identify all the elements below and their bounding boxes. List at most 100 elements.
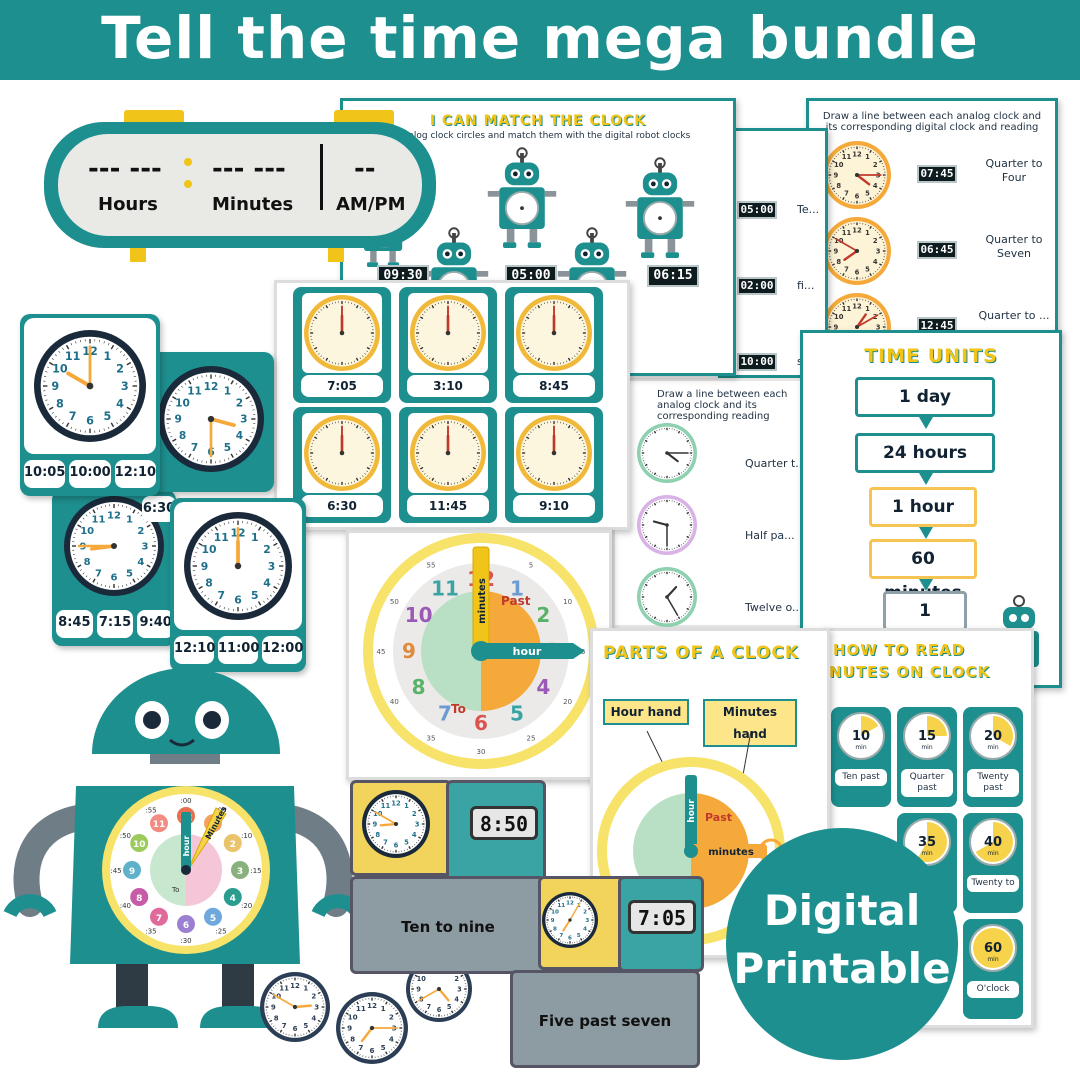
clock-tick (582, 900, 585, 903)
puzzle-2-digital: 7:05 (628, 900, 696, 934)
clock-tick (269, 535, 272, 538)
clock-tick (132, 399, 135, 401)
clock-number: 9 (834, 247, 839, 255)
clock-tick (315, 350, 318, 353)
clock-tick (251, 606, 253, 610)
clock-tick (317, 1019, 321, 1023)
clock-tick (398, 1039, 400, 1041)
clock-tick (364, 473, 366, 475)
clock-tick (462, 977, 465, 979)
clock-tick (879, 236, 883, 239)
clock-tick (526, 316, 530, 320)
clock-tick (426, 309, 428, 311)
clock-tick (845, 199, 847, 202)
clock-tick (881, 315, 884, 317)
big-clock-minute-mark: 50 (390, 598, 399, 606)
clock-tick (140, 514, 143, 517)
clock-tick (383, 1054, 385, 1056)
clock-tick (385, 1051, 388, 1055)
clock-tick (461, 305, 465, 309)
clock-tick (470, 431, 472, 433)
clock-tick (472, 346, 476, 350)
clock-tick (325, 305, 329, 309)
puzzle-1-text: Ten to nine (350, 876, 546, 974)
clock-tick (428, 357, 431, 360)
minutes-tile-label: Twenty to (967, 875, 1019, 892)
worksheet-clock (637, 495, 697, 555)
clock-tick (879, 312, 883, 315)
clock-tick (578, 466, 582, 470)
clock-tick (874, 305, 877, 307)
clock-tick (75, 561, 78, 564)
time-unit-box: 1 day (855, 377, 995, 417)
clock-tick (839, 227, 842, 230)
clock-tick (584, 902, 586, 904)
clock-tick (129, 582, 132, 585)
clock-tick (370, 836, 374, 839)
clock-tick (223, 606, 225, 610)
clock-tick (877, 192, 879, 195)
clock-tick (839, 303, 842, 306)
clock-tick (347, 1009, 349, 1012)
clock-tick (527, 350, 530, 353)
clock-tick (96, 582, 99, 585)
minute-hand (835, 238, 858, 252)
clock-tick (395, 1041, 399, 1044)
clock-tick (686, 463, 690, 467)
clock-tick (51, 358, 54, 360)
clock-number: 3 (268, 560, 276, 573)
clock-tick (312, 465, 315, 467)
hour-hand-text: hour (687, 799, 697, 823)
robot-right-foot (200, 1006, 280, 1028)
clock-tick (877, 268, 879, 271)
clock-tick (51, 412, 54, 414)
clock-tick (345, 1041, 349, 1044)
clock-tick (356, 1001, 359, 1005)
clock-tick (207, 597, 210, 600)
big-clock-minute-mark: 30 (477, 748, 486, 756)
clock-pin (369, 1025, 375, 1031)
robot-digital-time: 06:15 (647, 265, 699, 287)
clock-tick (831, 187, 835, 190)
clock-tick (180, 385, 183, 388)
clock-tick (833, 266, 836, 269)
clock-tick (172, 396, 177, 400)
clock-tick (85, 514, 88, 517)
clock-tick (92, 578, 96, 583)
minutes-hand-label: minutes (477, 578, 488, 624)
big-clock-minute-mark: 20 (563, 698, 572, 706)
ampm-label: AM/PM (336, 194, 406, 215)
time-chip: 12:10 (114, 460, 156, 488)
hour-hand-label: Hour hand (603, 699, 689, 725)
clock-tick (249, 435, 252, 438)
hour-hand (843, 249, 859, 261)
clock-tick (835, 307, 837, 310)
clock-tick (119, 350, 122, 353)
clock-tick (393, 1007, 395, 1009)
clock-tick (649, 470, 652, 472)
clock-tick (557, 899, 560, 902)
clock-tick (369, 319, 372, 321)
clock-tick (328, 423, 330, 426)
clock-pin (207, 415, 215, 423)
clock-number: 9 (834, 171, 839, 179)
clock-tick (378, 845, 381, 848)
clock-number: 2 (583, 909, 587, 915)
clock-tick (426, 355, 428, 357)
clock-tick (881, 185, 884, 187)
clock-tick (271, 989, 273, 991)
mini-clock-face (408, 293, 488, 373)
clock-number: 5 (447, 1003, 452, 1011)
hour-hand (209, 417, 236, 428)
clock-number: 11 (381, 802, 391, 810)
clock-number: 4 (454, 996, 459, 1004)
clock-tick (869, 273, 872, 277)
clock-tick (571, 426, 574, 429)
clock-tick (192, 378, 195, 381)
clock-tick (420, 466, 424, 470)
clock-tick (126, 412, 129, 414)
clock-tick (82, 517, 85, 520)
